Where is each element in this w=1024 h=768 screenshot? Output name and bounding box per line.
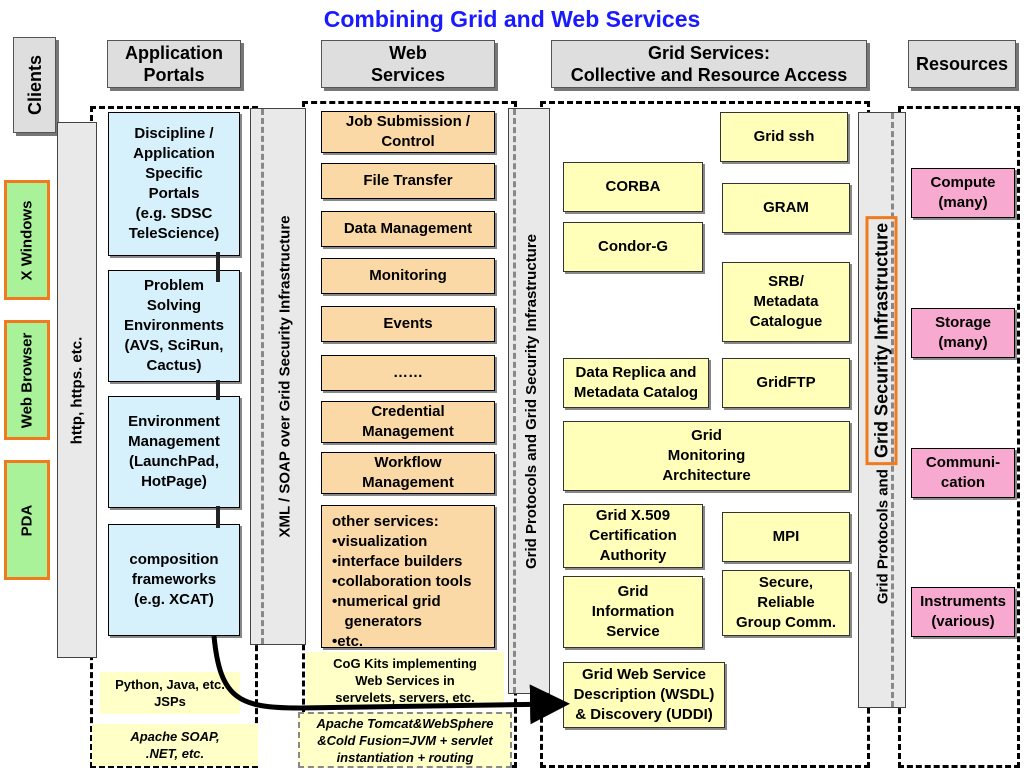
grid-protocols-bar-dash	[513, 109, 516, 693]
http-bar: http, https. etc.	[57, 122, 97, 658]
ws-monitoring: Monitoring	[321, 258, 495, 294]
ws-workflow-management: Workflow Management	[321, 452, 495, 494]
right-grid-protocols-bar	[858, 112, 906, 708]
client-web-browser: Web Browser	[4, 320, 50, 440]
grid-corba: CORBA	[563, 162, 703, 212]
header-resources: Resources	[908, 40, 1016, 88]
other-services-item: •etc.	[332, 633, 364, 650]
header-grid-services: Grid Services: Collective and Resource A…	[551, 40, 867, 88]
client-pda: PDA	[4, 460, 50, 580]
grid-srb: SRB/ Metadata Catalogue	[722, 262, 850, 342]
header-clients: Clients	[13, 37, 56, 133]
header-web-services: Web Services	[321, 40, 495, 88]
portal-discipline: Discipline / Application Specific Portal…	[108, 112, 240, 256]
page-title: Combining Grid and Web Services	[323, 6, 701, 32]
portal-environment-management: Environment Management (LaunchPad, HotPa…	[108, 396, 240, 508]
ws-events: Events	[321, 306, 495, 342]
resource-storage: Storage (many)	[911, 308, 1015, 358]
grid-condor: Condor-G	[563, 222, 703, 272]
portal-composition-frameworks: composition frameworks (e.g. XCAT)	[108, 524, 240, 636]
grid-gram: GRAM	[722, 183, 850, 233]
portal-connector-2	[216, 380, 220, 400]
portal-connector-3	[216, 506, 220, 528]
client-x-windows: X Windows	[4, 180, 50, 300]
note-cog-kits: CoG Kits implementing Web Services in se…	[306, 652, 504, 708]
ws-ellipsis: ……	[321, 355, 495, 391]
header-application-portals: Application Portals	[107, 40, 241, 88]
resource-communication: Communi- cation	[911, 448, 1015, 498]
resource-compute: Compute (many)	[911, 168, 1015, 218]
portal-problem-solving: Problem Solving Environments (AVS, SciRu…	[108, 270, 240, 382]
ws-job-submission: Job Submission / Control	[321, 111, 495, 153]
grid-ssh: Grid ssh	[720, 112, 848, 162]
note-apache-soap: Apache SOAP, .NET, etc.	[92, 724, 258, 766]
grid-information-service: Grid Information Service	[563, 576, 703, 648]
xml-soap-bar-dash	[261, 109, 264, 644]
ws-file-transfer: File Transfer	[321, 163, 495, 199]
grid-x509-ca: Grid X.509 Certification Authority	[563, 504, 703, 568]
xml-soap-bar: XML / SOAP over Grid Security Infrastruc…	[250, 108, 306, 645]
other-services-item: •collaboration tools	[332, 573, 472, 590]
grid-wsdl-uddi: Grid Web Service Description (WSDL) & Di…	[563, 662, 725, 728]
other-services-item: •numerical grid generators	[332, 593, 441, 630]
grid-data-replica: Data Replica and Metadata Catalog	[563, 358, 709, 408]
grid-gridftp: GridFTP	[722, 358, 850, 408]
ws-other-services: other services: •visualization •interfac…	[321, 505, 495, 650]
note-languages: Python, Java, etc. JSPs	[100, 672, 240, 714]
resource-instruments: Instruments (various)	[911, 587, 1015, 637]
right-grid-protocols-bar-dash	[891, 113, 894, 707]
grid-protocols-bar: Grid Protocols and Grid Security Infrast…	[508, 108, 550, 694]
note-apache-tomcat: Apache Tomcat&WebSphere &Cold Fusion=JVM…	[298, 712, 512, 768]
other-services-item: •interface builders	[332, 553, 463, 570]
portal-connector	[216, 252, 220, 282]
grid-secure-group-comm: Secure, Reliable Group Comm.	[722, 570, 850, 636]
other-services-heading: other services:	[332, 513, 439, 530]
other-services-item: •visualization	[332, 533, 428, 550]
ws-credential-management: Credential Management	[321, 401, 495, 443]
grid-mpi: MPI	[722, 512, 850, 562]
ws-data-management: Data Management	[321, 211, 495, 247]
grid-monitoring-architecture: Grid Monitoring Architecture	[563, 421, 850, 491]
